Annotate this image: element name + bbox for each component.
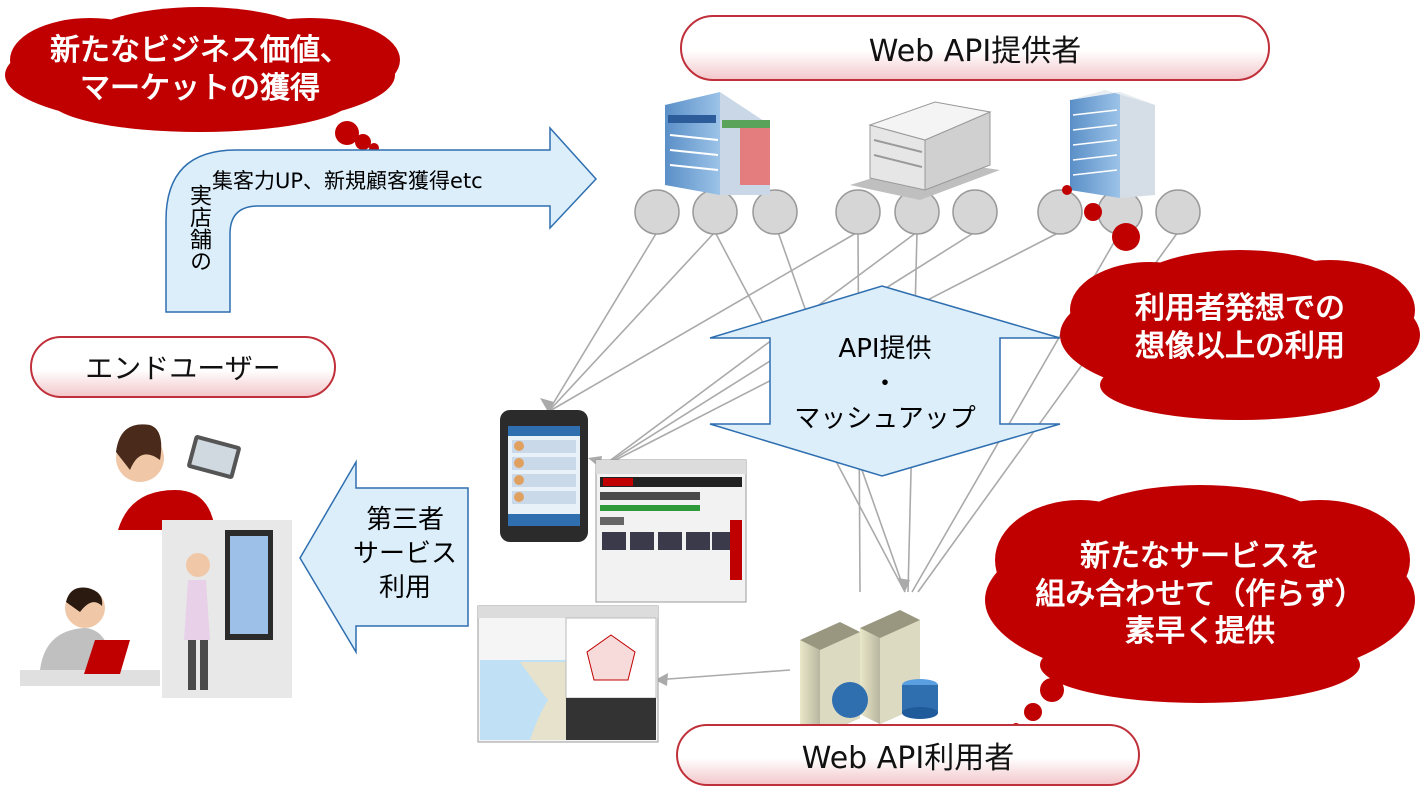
api-mashup-text: API提供 ・ マッシュアップ — [794, 334, 976, 435]
third-party-arrow — [299, 459, 469, 655]
smartphone-app — [500, 410, 588, 542]
cloud-new-service — [985, 485, 1415, 733]
tower-building — [1070, 90, 1155, 198]
server-icons — [800, 610, 938, 736]
web-api-provider-text: Web API提供者 — [868, 34, 1082, 69]
signage-display-scene — [162, 520, 292, 698]
department-store-building — [665, 92, 770, 195]
web-api-provider-label: Web API提供者 — [680, 15, 1270, 81]
person-with-laptop — [20, 587, 160, 686]
web-api-consumer-text: Web API利用者 — [801, 741, 1015, 776]
store-arrow-horizontal-text: 集客力UP、新規顧客獲得etc — [212, 169, 483, 193]
cloud-new-service-text: 新たなサービスを 組み合わせて（作らず） 素早く提供 — [1035, 539, 1365, 649]
cloud-unexpected-usage-text: 利用者発想での 想像以上の利用 — [1135, 291, 1345, 364]
browser-window-map — [477, 605, 659, 743]
person-with-tablet — [116, 424, 241, 530]
web-api-consumer-label: Web API利用者 — [676, 724, 1140, 786]
cloud-business-value — [5, 7, 400, 153]
arrowheads — [540, 398, 910, 686]
third-party-service-text: 第三者 サービス 利用 — [352, 505, 457, 603]
cloud-business-value-text: 新たなビジネス価値、 マーケットの獲得 — [50, 33, 350, 106]
cloud-unexpected-usage — [1060, 185, 1420, 420]
store-benefit-arrow — [165, 126, 598, 313]
end-user-label: エンドユーザー — [30, 336, 336, 398]
browser-window-mashup — [595, 459, 747, 603]
office-building-low — [850, 101, 1000, 200]
end-user-text: エンドユーザー — [85, 352, 281, 385]
store-arrow-vertical-text: 実店舗の — [186, 184, 211, 272]
api-mashup-arrow — [709, 285, 1061, 477]
